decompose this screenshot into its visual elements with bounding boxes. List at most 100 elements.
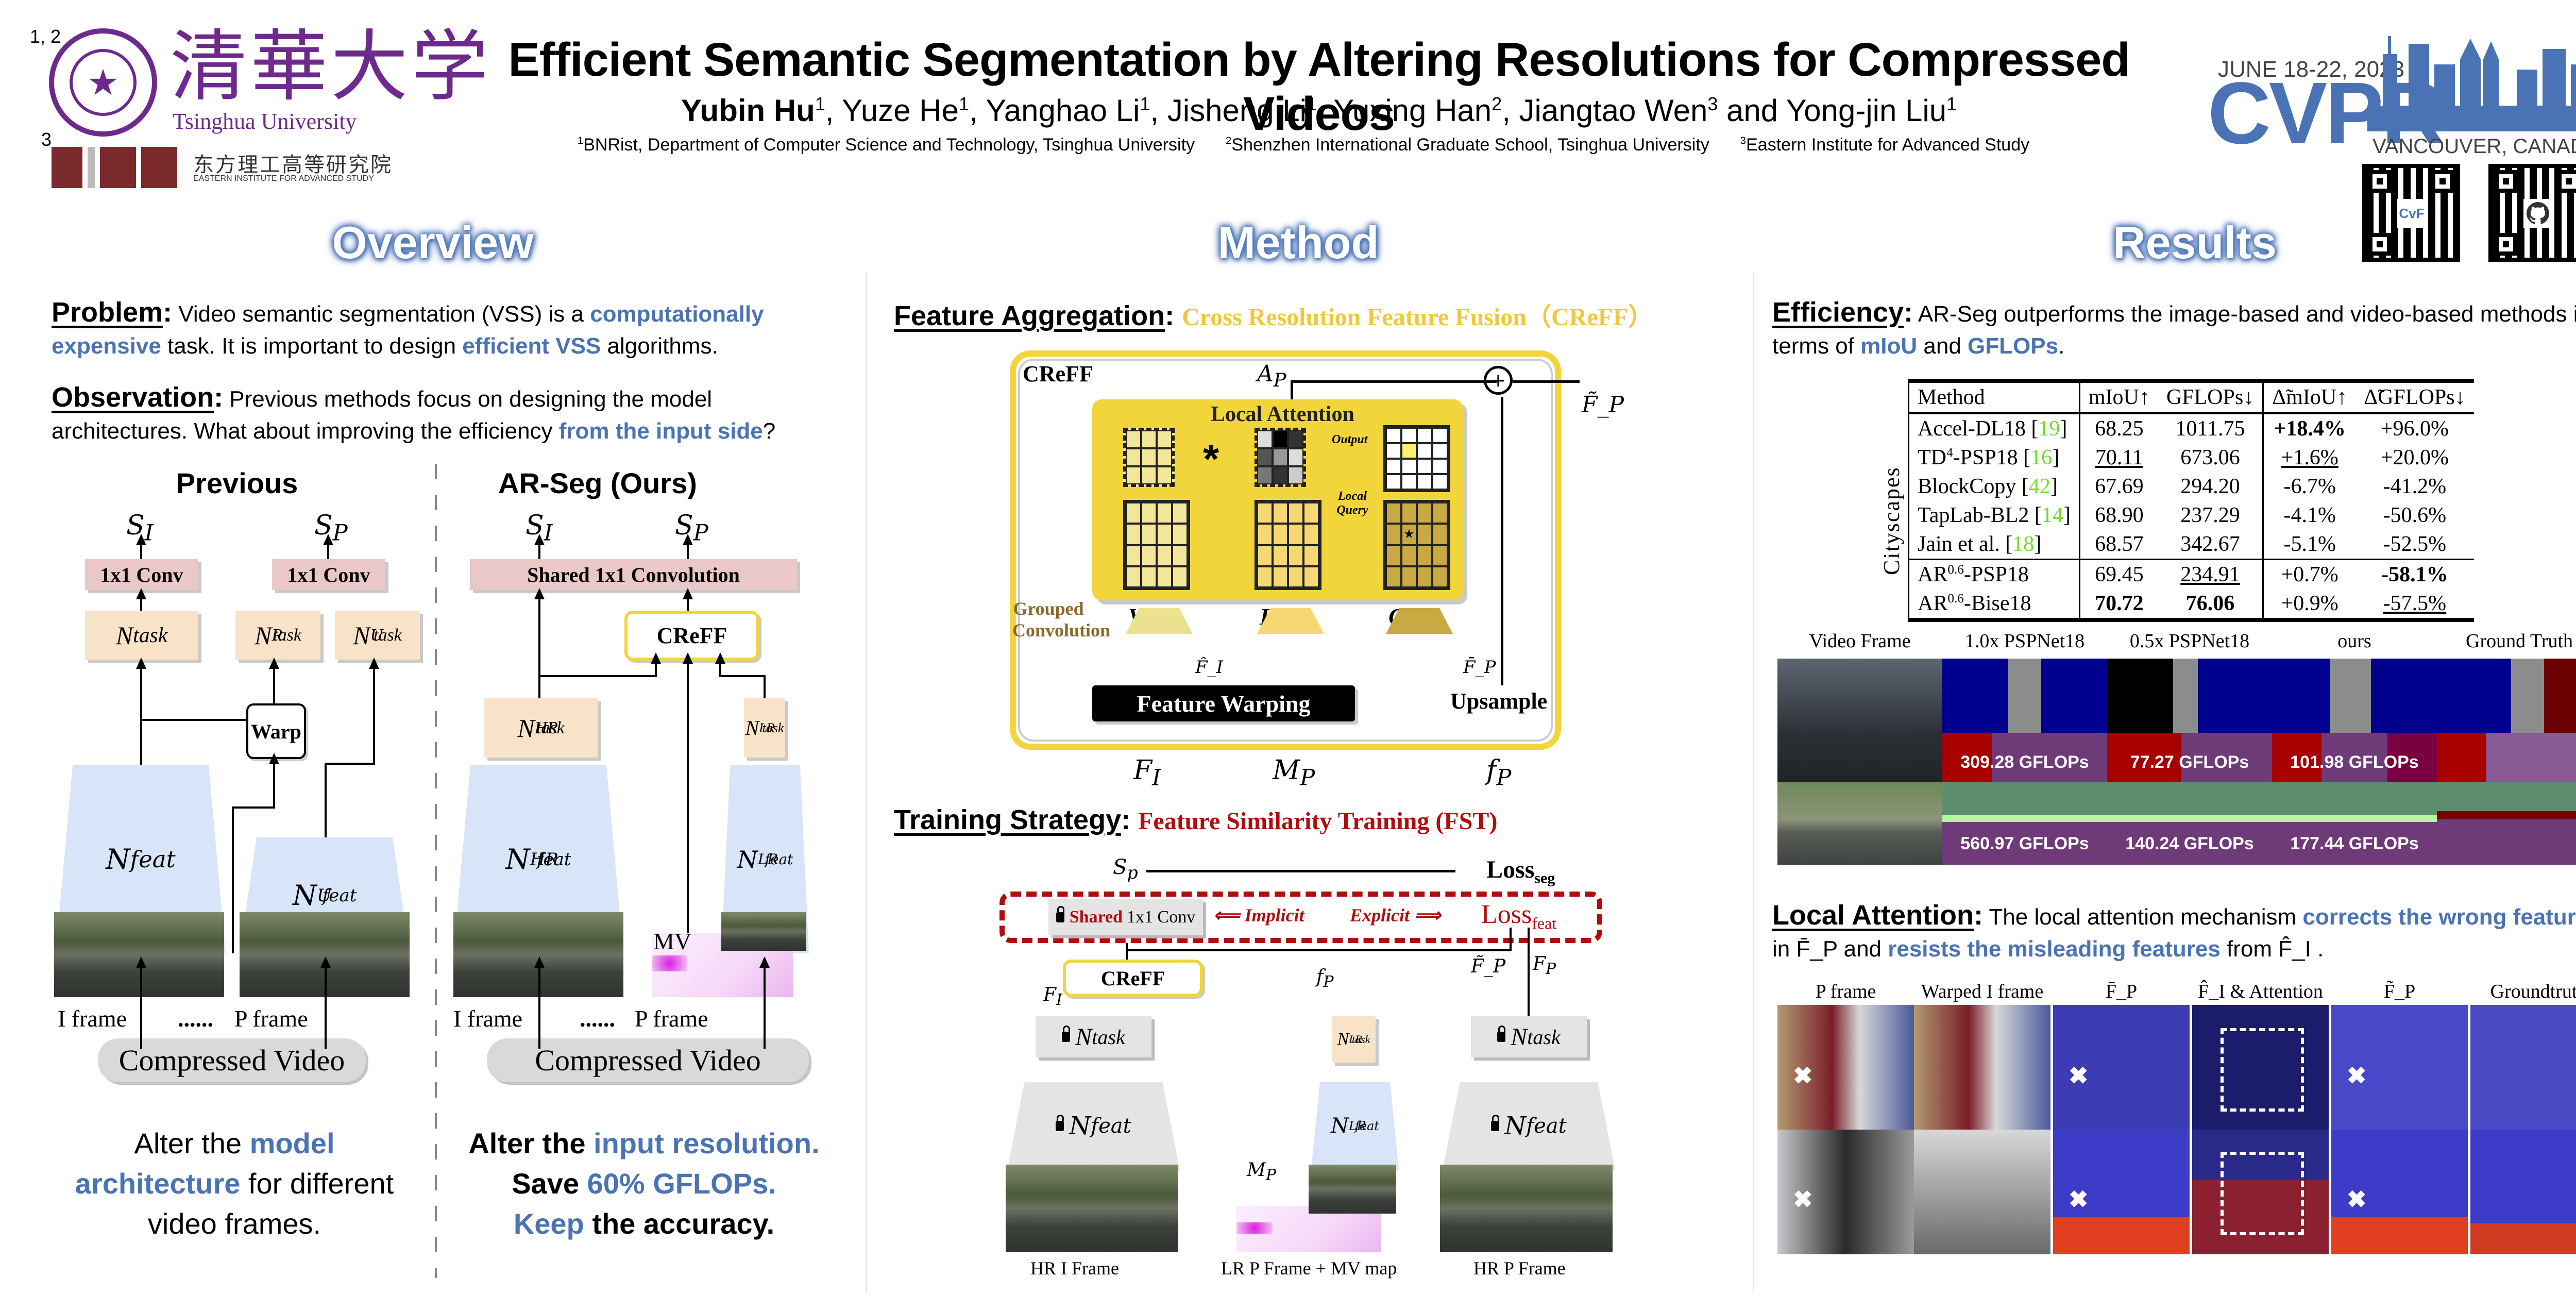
input-f-p-label: fP <box>1486 755 1512 791</box>
seg-column-header: Video Frame <box>1809 630 1911 652</box>
tsinghua-english-name: Tsinghua University <box>173 109 357 134</box>
input-m-p-label: MP <box>1273 755 1315 791</box>
attention-column-header: Groundtruth <box>2490 981 2576 1002</box>
loss-feat-sub: feat <box>1532 914 1557 933</box>
seg-row2-ours <box>2272 782 2437 865</box>
arrow <box>136 956 146 1049</box>
seg-column-header: 0.5x PSPNet18 <box>2129 630 2250 652</box>
miou-cell: 70.72 <box>2078 589 2158 620</box>
citation-link[interactable]: 18 <box>2012 532 2035 556</box>
affiliation: 3Eastern Institute for Advanced Study <box>1740 135 2030 155</box>
highlighted-text: resists the misleading features <box>1888 936 2221 962</box>
eias-chinese-name: 东方理工高等研究院 <box>193 154 393 176</box>
f-hat-i-label: F̂_I <box>1195 657 1224 678</box>
conv-word: 1x1 Conv <box>1127 907 1196 927</box>
attention-example-image <box>2470 1005 2576 1130</box>
body-text: Video semantic segmentation (VSS) is a <box>172 301 590 327</box>
feature-warping-box: Feature Warping <box>1092 685 1355 721</box>
qr-code-github[interactable] <box>2488 164 2576 262</box>
lock-icon <box>1491 1115 1500 1131</box>
query-point-x-icon: ✖ <box>1793 1186 1813 1213</box>
tsinghua-seal-logo: ★ <box>49 28 157 137</box>
arrow <box>232 806 234 953</box>
tsinghua-chinese-name: 清華大学 <box>170 22 492 112</box>
attention-example-image <box>1777 1005 1914 1130</box>
creff-frame <box>1010 350 1561 750</box>
citation-link[interactable]: 19 <box>2038 417 2060 441</box>
arrow <box>1510 928 1512 951</box>
arrow <box>269 753 279 806</box>
fst-dashed-region <box>999 892 1602 943</box>
column-divider-1 <box>866 273 867 1293</box>
gflops-cell: 237.29 <box>2180 503 2240 527</box>
ours-shared-conv: Shared 1x1 Convolution <box>470 559 797 590</box>
ours-compressed-video: Compressed Video <box>487 1038 809 1082</box>
attention-column-header: F̄_P <box>2105 981 2138 1002</box>
author-affiliation-number: 1 <box>815 93 825 114</box>
efficiency-label: Efficiency <box>1772 297 1904 328</box>
github-icon <box>2523 199 2552 228</box>
attention-example-image <box>2331 1005 2468 1130</box>
body-text: The local attention mechanism <box>1982 904 2303 930</box>
author-name: Yanghao Li <box>986 93 1140 128</box>
citation-link[interactable]: 42 <box>2028 475 2050 498</box>
gflops-cell: 1011.75 <box>2175 417 2245 441</box>
attention-example-image <box>1914 1005 2050 1130</box>
body-text: from F̂_I . <box>2220 936 2324 962</box>
author-list: Yubin Hu1, Yuze He1, Yanghao Li1, Jishen… <box>681 93 1957 128</box>
problem-label: Problem <box>52 297 163 328</box>
body-text: and <box>1917 333 1968 359</box>
gflops-cell: 234.91 <box>2180 563 2240 586</box>
convolution-star-icon: * <box>1203 436 1219 482</box>
dmiou-cell: +1.6% <box>2262 443 2356 472</box>
author-name: Yubin Hu <box>681 93 815 128</box>
body-text: Alter the <box>134 1127 250 1159</box>
method-cell: TapLab-BL2 [14] <box>1908 501 2080 530</box>
cap-hr-p-frame: HR P Frame <box>1473 1258 1566 1279</box>
seg-row2-ground-truth <box>2437 782 2576 865</box>
fst-shared-conv-box: Shared 1x1 Conv <box>1048 899 1203 935</box>
affiliation: 2Shenzhen International Graduate School,… <box>1226 135 1709 155</box>
citation-link[interactable]: 16 <box>2030 446 2053 469</box>
ours-heading: AR-Seg (Ours) <box>498 467 697 499</box>
input-f-i-label: FI <box>1133 755 1161 791</box>
arrow <box>651 652 661 677</box>
arrow <box>534 588 545 698</box>
dgflops-cell: -52.5% <box>2383 532 2447 556</box>
affiliation-list: 1BNRist, Department of Computer Science … <box>433 135 2205 155</box>
ours-p-frame-label: P frame <box>635 1005 708 1032</box>
qr-code-cvf[interactable]: CvF <box>2362 164 2460 262</box>
citation-link[interactable]: 14 <box>2041 503 2063 527</box>
arrow <box>325 763 375 765</box>
lock-icon <box>1062 1026 1071 1042</box>
seg-loss-arrow <box>1146 870 1455 872</box>
highlighted-text: model architecture <box>75 1127 335 1200</box>
prev-i-frame-image <box>54 912 224 997</box>
method-cell: Accel-DL18 [19] <box>1908 413 2080 443</box>
gflops-label: 140.24 GFLOPs <box>2125 834 2254 853</box>
loss-feat-label: Lossfeat <box>1481 899 1556 933</box>
dgflops-cell: +96.0% <box>2380 417 2449 441</box>
dmiou-cell: +0.9% <box>2262 589 2356 620</box>
author-affiliation-number: 1 <box>1306 93 1317 114</box>
highlighted-text: 60% GFLOPs. <box>587 1167 776 1200</box>
body-text: the accuracy. <box>584 1207 775 1240</box>
attention-column-header: Warped I frame <box>1921 981 2044 1002</box>
dmiou-cell: -6.7% <box>2262 472 2356 501</box>
a-p-arrow <box>1291 380 1293 401</box>
miou-cell: 70.11 <box>2078 443 2158 472</box>
arrow <box>534 534 545 559</box>
seg-row1-pspnet-05x <box>2107 659 2272 782</box>
fst-f-p-label: FP <box>1533 953 1556 979</box>
arrow <box>683 588 693 611</box>
highlighted-text: mIoU <box>1860 333 1918 359</box>
arrow <box>269 658 279 703</box>
dmiou-cell: -4.1% <box>2262 501 2356 530</box>
highlighted-text: input resolution. <box>594 1127 820 1159</box>
gflops-label: 101.98 GFLOPs <box>2290 752 2419 772</box>
